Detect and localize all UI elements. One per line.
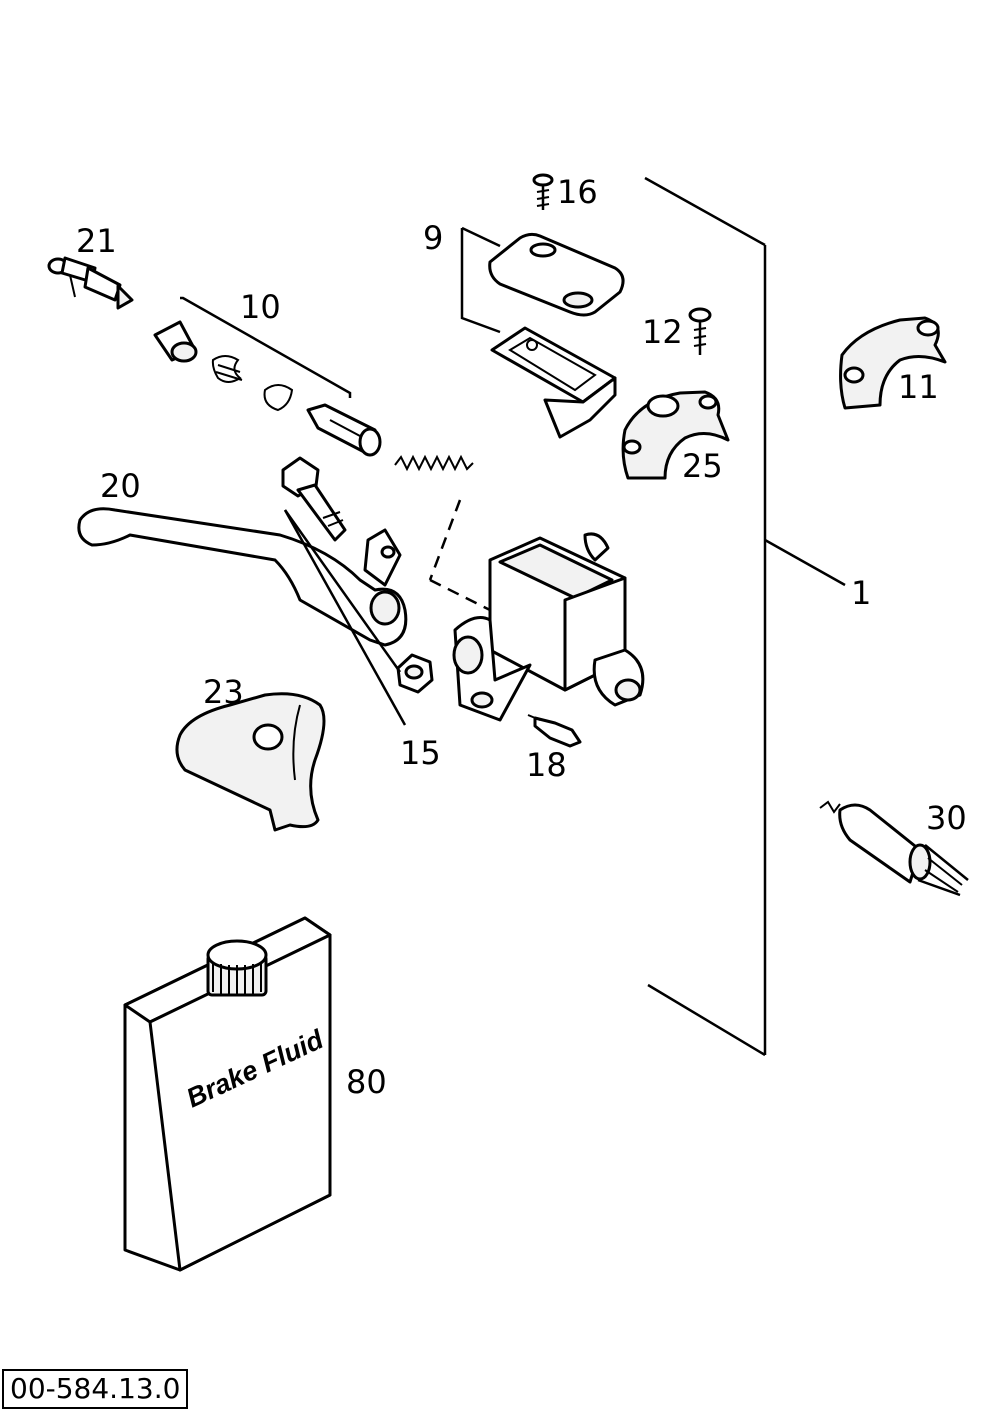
- part-23-lever-guard: [175, 692, 326, 832]
- callout-9: 9: [423, 219, 443, 257]
- callout-10: 10: [240, 288, 281, 326]
- callout-18: 18: [526, 746, 567, 784]
- master-cylinder-body: [452, 532, 645, 722]
- part-21-adjuster: [47, 256, 134, 310]
- callout-11: 11: [898, 368, 939, 406]
- part-9-reservoir-cover: [460, 226, 625, 439]
- part-20-brake-lever: [77, 507, 408, 647]
- part-30-hose-fitting: [819, 800, 969, 897]
- callout-21: 21: [76, 222, 117, 260]
- part-80-fluid-can: Brake Fluid: [123, 916, 332, 1272]
- callout-25: 25: [682, 447, 723, 485]
- callout-23: 23: [203, 673, 244, 711]
- callout-15: 15: [400, 734, 441, 772]
- part-18-bleed-screw: [527, 714, 582, 748]
- callout-80: 80: [346, 1063, 387, 1101]
- callout-12: 12: [642, 313, 683, 351]
- part-15-pivot-bolt: [281, 456, 434, 726]
- part-12-bolt: [688, 307, 712, 355]
- callout-labels: 16 9 21 10 12 11 25 20 1 23 15 18 30 80: [76, 173, 967, 1101]
- part-11-clamp: [839, 316, 947, 410]
- callout-20: 20: [100, 467, 141, 505]
- callout-16: 16: [557, 173, 598, 211]
- part-10-piston-set: [153, 296, 382, 457]
- part-16-screw: [532, 173, 554, 210]
- assembly-bracket: [644, 176, 846, 1057]
- return-spring: [394, 454, 491, 612]
- diagram-id-label: 00-584.13.0: [2, 1369, 189, 1409]
- callout-1: 1: [851, 574, 871, 612]
- callout-30: 30: [926, 799, 967, 837]
- part-25-clamp: [621, 390, 730, 480]
